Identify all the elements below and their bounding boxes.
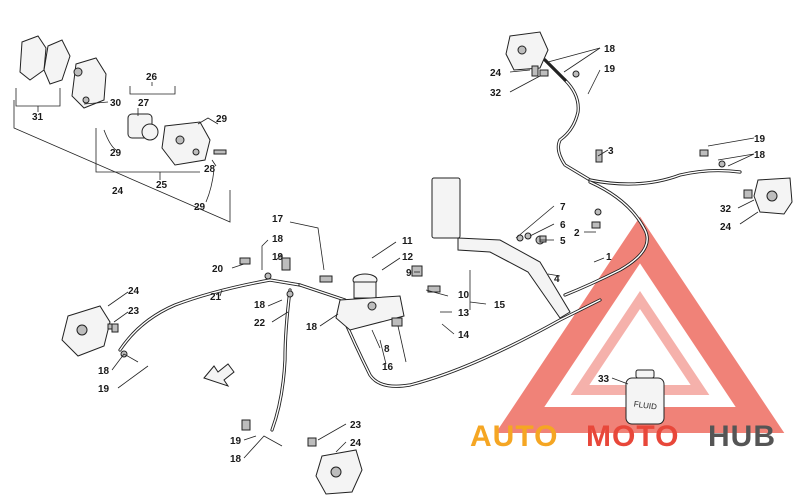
callout-18a: 18 [604,44,616,55]
callout-33: 33 [598,374,610,385]
callout-30: 30 [110,98,122,109]
callout-29c: 29 [194,202,206,213]
callout-32b: 32 [720,204,732,215]
callout-18g: 18 [230,454,242,465]
callout-24d: 24 [128,286,140,297]
callout-28: 28 [204,164,216,175]
callout-8: 8 [384,344,390,355]
callout-24a: 24 [112,186,124,197]
callout-17: 17 [272,214,284,225]
callout-20: 20 [212,264,224,275]
watermark-word-hub: HUB [708,420,776,453]
callout-29a: 29 [216,114,228,125]
master-cylinder [335,273,405,331]
callout-31: 31 [32,112,44,123]
leader-lines [13,47,759,459]
callout-21: 21 [210,292,222,303]
callout-18b: 18 [754,150,766,161]
callout-16: 16 [382,362,394,373]
callout-labels: 31 30 26 27 29 29 28 25 24 29 18 19 24 3… [32,44,766,465]
callout-29b: 29 [110,148,122,159]
callout-18f: 18 [98,366,110,377]
watermark-word-auto: AUTO [470,420,558,453]
caliper-left [61,305,119,357]
caliper-bottom [307,437,363,495]
callout-27: 27 [138,98,150,109]
callout-24b: 24 [490,68,502,79]
brake-lines [118,58,742,432]
callout-23a: 23 [128,306,140,317]
callout-12: 12 [402,252,414,263]
callout-22: 22 [254,318,266,329]
caliper-top-right [505,31,549,77]
callout-11: 11 [402,236,413,247]
brake-pad-left [19,35,47,81]
callout-14: 14 [458,330,470,341]
callout-23b: 23 [350,420,362,431]
callout-5: 5 [560,236,566,247]
caliper-right [743,177,793,215]
callout-26: 26 [146,72,158,83]
callout-19b: 19 [754,134,766,145]
brake-fluid-bottle: FLUID [625,369,665,425]
caliper-body [161,121,211,166]
bottle-label: FLUID [633,399,657,411]
callout-15: 15 [494,300,506,311]
callout-19a: 19 [604,64,616,75]
brake-lever [411,177,571,319]
brake-pad-bracket-group [19,35,107,109]
watermark-word-moto: MOTO [586,420,679,453]
callout-24e: 24 [350,438,362,449]
callout-7: 7 [560,202,566,213]
callout-18d: 18 [254,300,266,311]
callout-24c: 24 [720,222,732,233]
callout-18c: 18 [272,234,284,245]
callout-3: 3 [608,146,614,157]
callout-25: 25 [156,180,168,191]
callout-19c: 19 [272,252,284,263]
callout-1: 1 [606,252,612,263]
front-direction-arrow-icon [203,363,235,387]
callout-18e: 18 [306,322,318,333]
callout-19e: 19 [230,436,242,447]
caliper-top-left [127,113,227,166]
callout-32a: 32 [490,88,502,99]
callout-6: 6 [560,220,566,231]
fittings [111,69,726,431]
watermark-text: AUTO MOTO HUB [470,420,776,453]
callout-4: 4 [554,274,560,285]
brake-pad-right [43,39,71,85]
callout-2: 2 [574,228,580,239]
callout-13: 13 [458,308,470,319]
callout-19d: 19 [98,384,110,395]
callout-10: 10 [458,290,470,301]
callout-9: 9 [406,268,412,279]
